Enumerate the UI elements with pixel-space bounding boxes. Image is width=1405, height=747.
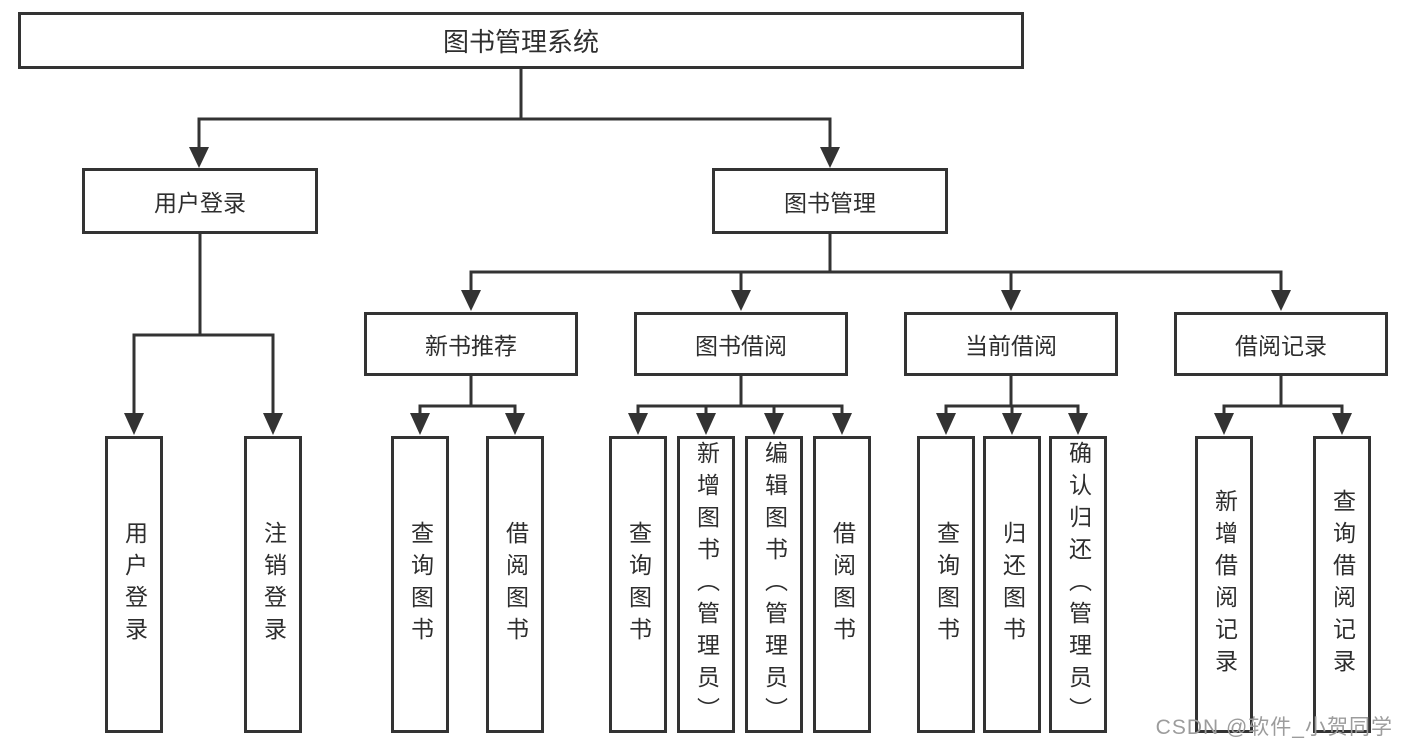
leaf-query-books-current: 查询图书: [917, 436, 975, 733]
connector-borrow-records-branch: [1214, 375, 1352, 435]
node-label: 查询图书: [625, 520, 652, 649]
node-label: 确认归还（管理员）: [1065, 440, 1092, 729]
leaf-user-login: 用户登录: [105, 436, 163, 733]
node-label: 图书管理系统: [442, 27, 599, 57]
node-book-borrowing: 图书借阅: [634, 312, 848, 376]
leaf-borrow-books-recommend: 借阅图书: [486, 436, 544, 733]
node-label: 查询图书: [407, 520, 434, 649]
leaf-logout: 注销登录: [244, 436, 302, 733]
leaf-query-borrow-record: 查询借阅记录: [1313, 436, 1371, 733]
node-label: 图书借阅: [695, 333, 787, 359]
node-label: 借阅图书: [829, 520, 856, 649]
node-label: 查询借阅记录: [1329, 488, 1356, 681]
node-label: 用户登录: [121, 520, 148, 649]
node-book-management: 图书管理: [712, 168, 948, 234]
leaf-borrow-books: 借阅图书: [813, 436, 871, 733]
node-label: 编辑图书（管理员）: [761, 440, 788, 729]
node-label: 当前借阅: [965, 333, 1057, 359]
leaf-edit-book-admin: 编辑图书（管理员）: [745, 436, 803, 733]
node-label: 用户登录: [154, 190, 246, 216]
node-borrowing-records: 借阅记录: [1174, 312, 1388, 376]
connector-new-book-branch: [410, 375, 525, 435]
node-new-book-recommendation: 新书推荐: [364, 312, 578, 376]
node-library-management-system: 图书管理系统: [18, 12, 1024, 69]
leaf-add-borrow-record: 新增借阅记录: [1195, 436, 1253, 733]
node-label: 新增图书（管理员）: [693, 440, 720, 729]
connector-book-management-branch: [461, 233, 1291, 311]
node-label: 注销登录: [260, 520, 287, 649]
node-label: 归还图书: [999, 520, 1026, 649]
node-label: 借阅图书: [502, 520, 529, 649]
node-label: 新书推荐: [425, 333, 517, 359]
leaf-add-book-admin: 新增图书（管理员）: [677, 436, 735, 733]
node-label: 图书管理: [784, 190, 876, 216]
connector-current-borrow-branch: [936, 375, 1088, 435]
connector-user-login-branch: [124, 233, 283, 435]
node-label: 借阅记录: [1235, 333, 1327, 359]
leaf-query-books-recommend: 查询图书: [391, 436, 449, 733]
node-user-login: 用户登录: [82, 168, 318, 234]
csdn-watermark: CSDN @软件_小贺同学: [1155, 716, 1393, 739]
node-label: 新增借阅记录: [1211, 488, 1238, 681]
leaf-confirm-return-admin: 确认归还（管理员）: [1049, 436, 1107, 733]
connector-root-to-level2: [189, 67, 840, 168]
leaf-query-books-borrow: 查询图书: [609, 436, 667, 733]
leaf-return-book: 归还图书: [983, 436, 1041, 733]
node-label: 查询图书: [933, 520, 960, 649]
node-current-borrowing: 当前借阅: [904, 312, 1118, 376]
connector-book-borrow-branch: [628, 375, 852, 435]
